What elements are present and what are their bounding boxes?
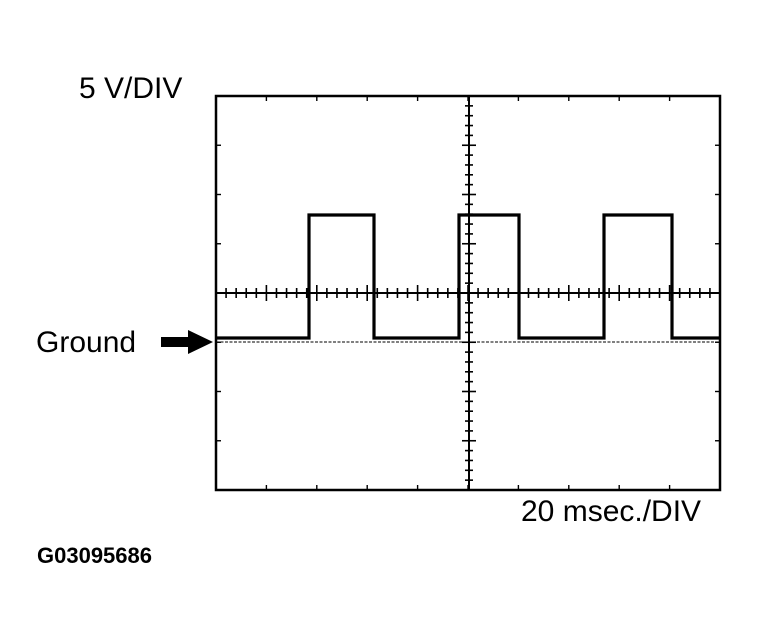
figure-id: G03095686 (37, 543, 152, 568)
right-arrow-icon (161, 330, 213, 354)
axis-ticks (215, 95, 721, 491)
vertical-scale-label: 5 V/DIV (79, 72, 183, 105)
ground-label: Ground (36, 326, 137, 359)
waveform-trace (216, 213, 720, 340)
horizontal-scale-label: 20 msec./DIV (521, 495, 702, 528)
